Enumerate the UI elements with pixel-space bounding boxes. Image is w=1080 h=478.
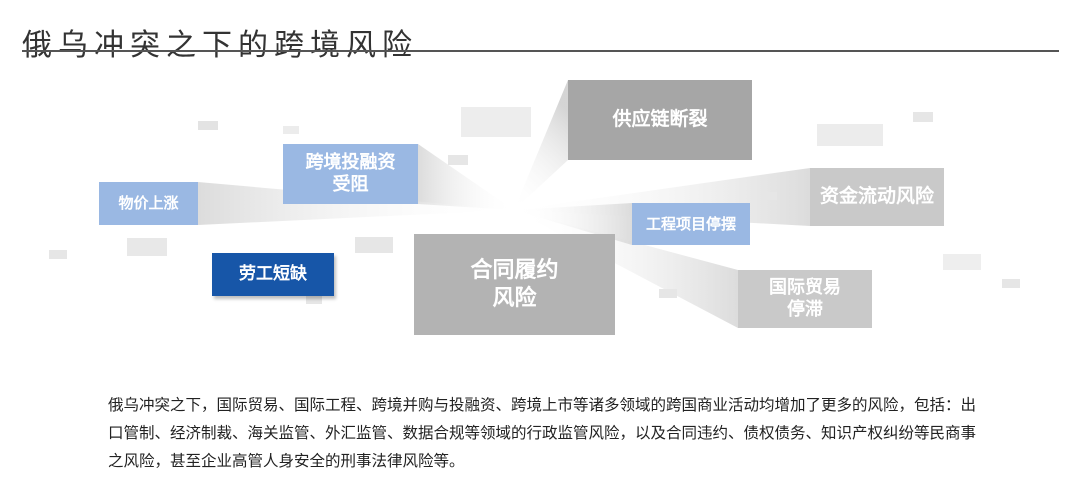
- deco-square: [127, 238, 167, 256]
- node-center-label-2: 风险: [492, 285, 537, 311]
- node-trade-label-1: 国际贸易: [769, 276, 841, 298]
- deco-square: [761, 192, 777, 200]
- node-project: 工程项目停摆: [632, 203, 750, 245]
- node-center: 合同履约 风险: [414, 234, 615, 335]
- node-investment-label-1: 跨境投融资: [305, 151, 396, 173]
- node-labor: 劳工短缺: [212, 253, 334, 296]
- node-supply-chain-label: 供应链断裂: [612, 108, 708, 131]
- deco-square: [49, 250, 67, 259]
- page-title: 俄乌冲突之下的跨境风险: [22, 28, 418, 64]
- ray-investment: [418, 144, 514, 210]
- node-supply-chain: 供应链断裂: [568, 80, 752, 160]
- node-center-label-1: 合同履约: [470, 258, 559, 283]
- node-funds: 资金流动风险: [810, 168, 944, 226]
- deco-square: [659, 289, 677, 298]
- node-trade: 国际贸易 停滞: [738, 270, 872, 328]
- node-investment: 跨境投融资 受阻: [283, 144, 418, 204]
- node-price: 物价上涨: [99, 182, 198, 225]
- deco-square: [817, 124, 883, 146]
- node-trade-label-2: 停滞: [787, 299, 823, 320]
- deco-square: [198, 121, 218, 130]
- deco-square: [461, 107, 531, 137]
- node-labor-label: 劳工短缺: [239, 263, 307, 284]
- deco-square: [913, 112, 933, 122]
- title-underline: [22, 50, 1059, 52]
- node-project-label: 工程项目停摆: [645, 214, 736, 233]
- deco-square: [943, 254, 981, 270]
- deco-square: [448, 155, 468, 165]
- ray-supply-chain: [514, 80, 568, 210]
- node-price-label: 物价上涨: [118, 194, 179, 213]
- deco-square: [355, 237, 393, 253]
- node-funds-label: 资金流动风险: [819, 185, 934, 208]
- deco-square: [306, 296, 322, 304]
- node-investment-label-2: 受阻: [332, 174, 369, 195]
- description-paragraph: 俄乌冲突之下，国际贸易、国际工程、跨境并购与投融资、跨境上市等诸多领域的跨国商业…: [108, 396, 977, 470]
- deco-square: [283, 126, 299, 134]
- deco-square: [1002, 279, 1020, 288]
